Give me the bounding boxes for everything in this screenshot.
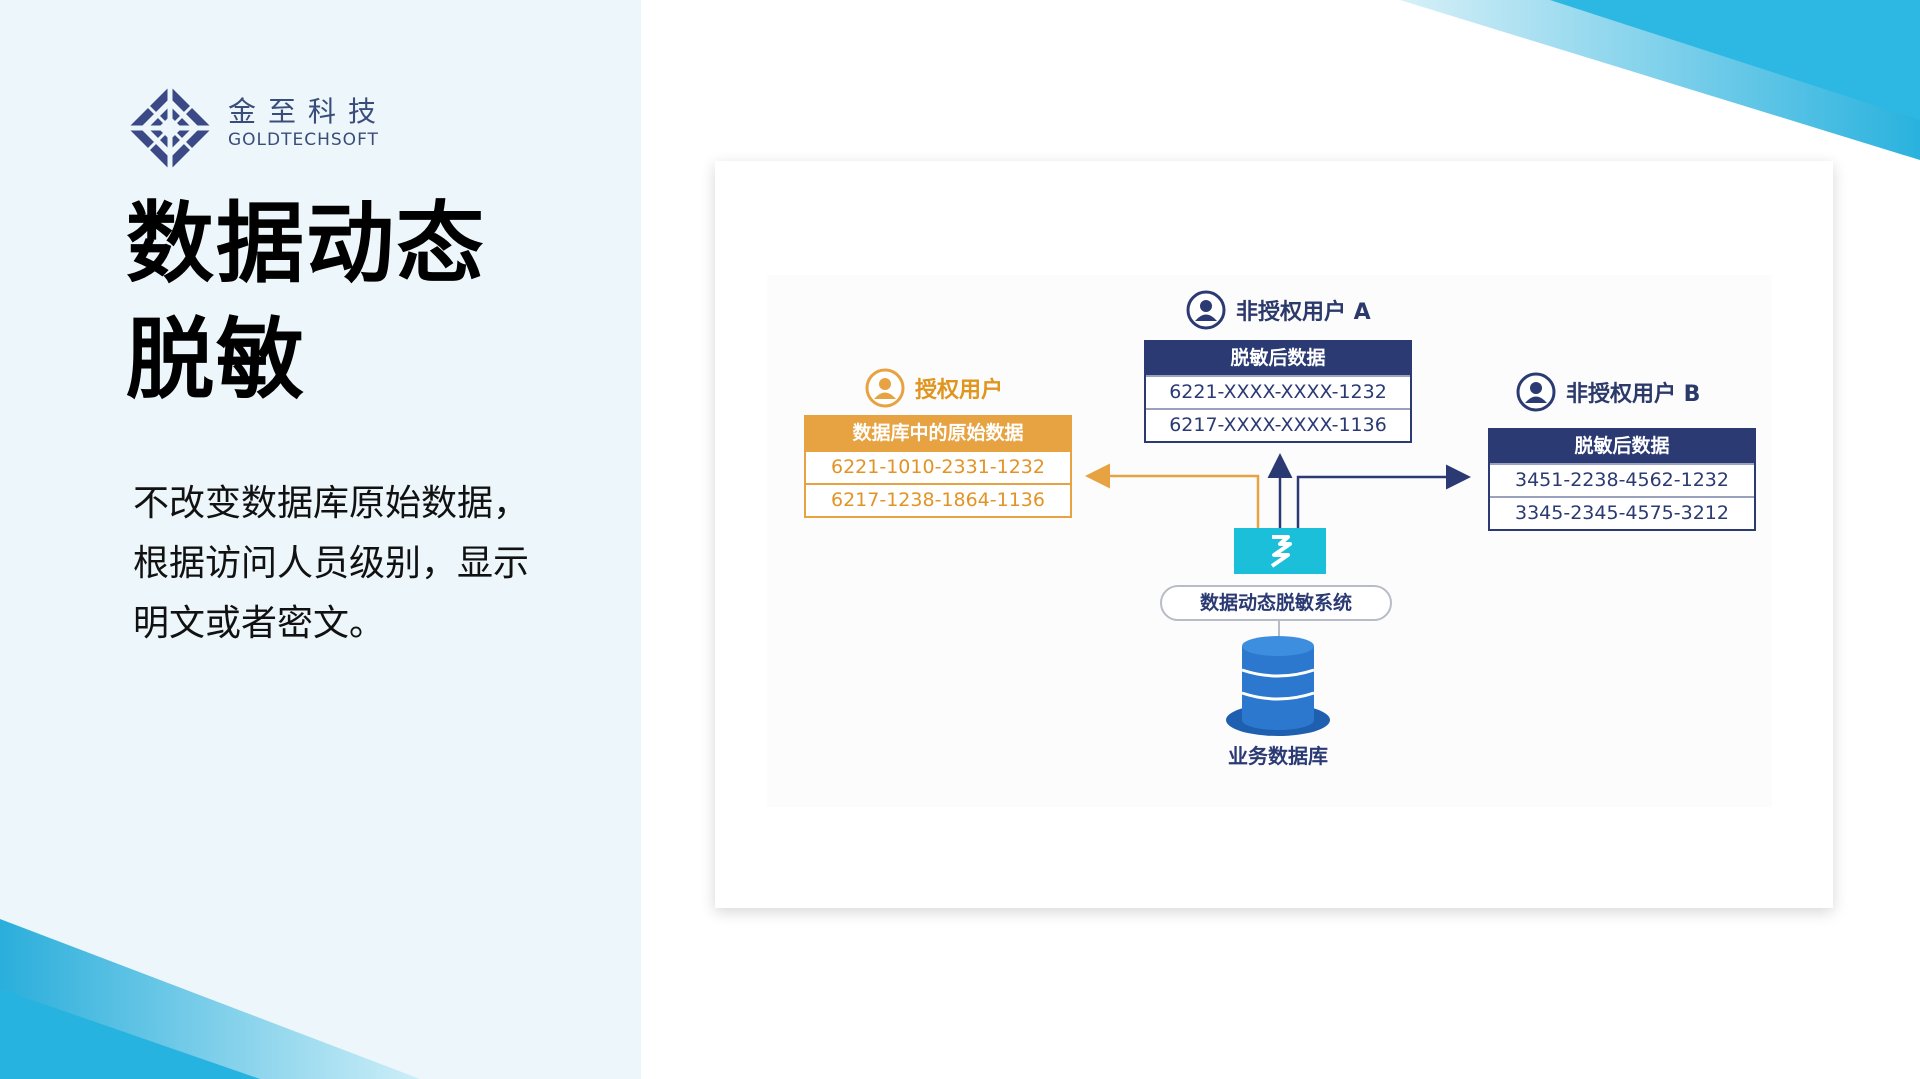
masked-data-row: 6221-XXXX-XXXX-1232: [1146, 375, 1410, 408]
masked-data-title: 脱敏后数据: [1490, 430, 1754, 463]
masked-data-row: 3451-2238-4562-1232: [1490, 463, 1754, 496]
page-title-line-2: 脱敏: [126, 308, 307, 411]
original-data-row: 6217-1238-1864-1136: [806, 483, 1070, 516]
database-icon: [1226, 636, 1330, 736]
masked-data-box-b: 脱敏后数据 3451-2238-4562-1232 3345-2345-4575…: [1488, 428, 1756, 531]
authorized-user-name: 授权用户: [915, 378, 1004, 403]
user-icon: [1516, 372, 1556, 412]
user-a-name: 非授权用户 A: [1236, 300, 1371, 325]
description-text: 不改变数据库原始数据，根据访问人员级别，显示明文或者密文。: [133, 483, 530, 644]
decorative-corner-bottom-left: [0, 919, 420, 1079]
user-icon: [865, 368, 905, 408]
user-icon: [1186, 290, 1226, 330]
masked-data-row: 6217-XXXX-XXXX-1136: [1146, 408, 1410, 441]
decorative-corner-top-right: [1400, 0, 1920, 160]
company-name-cn: 金至科技: [228, 95, 389, 128]
masking-system-icon: [1234, 528, 1326, 574]
company-name-en: GOLDTECHSOFT: [228, 130, 379, 150]
page-title-line-1: 数据动态: [126, 192, 487, 295]
left-panel: 金至科技 GOLDTECHSOFT 数据动态 脱敏 不改变数据库原始数据，根据访…: [0, 0, 641, 1079]
original-data-row: 6221-1010-2331-1232: [806, 450, 1070, 483]
original-data-title: 数据库中的原始数据: [806, 417, 1070, 450]
masked-data-box-a: 脱敏后数据 6221-XXXX-XXXX-1232 6217-XXXX-XXXX…: [1144, 340, 1412, 443]
database-label: 业务数据库: [1228, 744, 1328, 768]
user-a-label: 非授权用户 A: [1186, 290, 1371, 330]
original-data-box: 数据库中的原始数据 6221-1010-2331-1232 6217-1238-…: [804, 415, 1072, 518]
user-b-label: 非授权用户 B: [1516, 372, 1700, 412]
masked-data-row: 3345-2345-4575-3212: [1490, 496, 1754, 529]
user-b-name: 非授权用户 B: [1566, 382, 1701, 407]
masked-data-title: 脱敏后数据: [1146, 342, 1410, 375]
goldtechsoft-logo-icon: [128, 86, 212, 170]
authorized-user-label: 授权用户: [865, 368, 1003, 408]
masking-system-label: 数据动态脱敏系统: [1160, 585, 1392, 621]
